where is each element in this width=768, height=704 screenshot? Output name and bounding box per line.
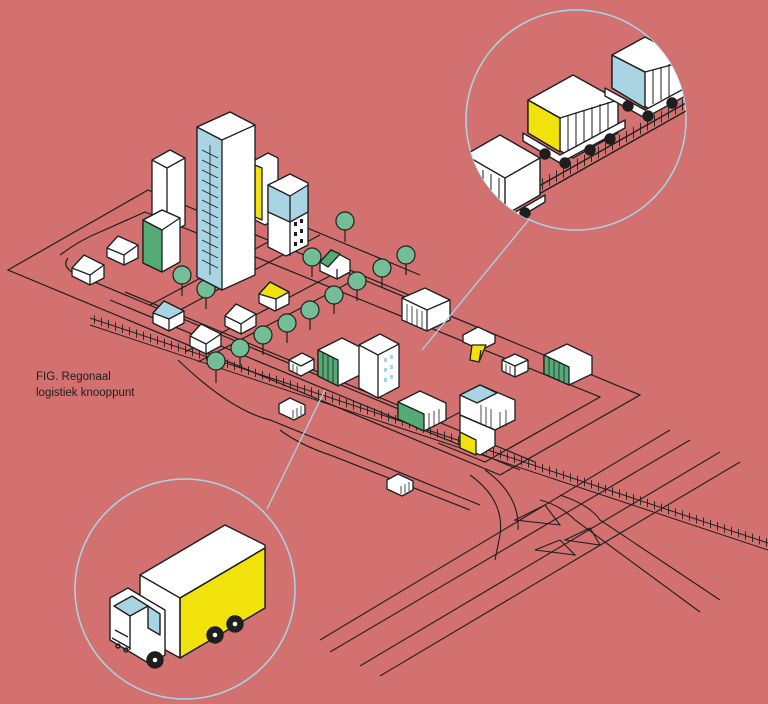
house-yellow-roof <box>258 281 290 312</box>
office-midrise <box>358 333 400 399</box>
container-stack <box>459 384 516 456</box>
tree <box>396 245 416 275</box>
skyscraper <box>196 111 256 291</box>
office-block-blue <box>267 173 309 257</box>
office-block-green <box>142 209 181 273</box>
tree <box>372 258 392 288</box>
warehouse <box>401 287 451 332</box>
truck-callout <box>74 478 296 700</box>
warehouse-green-large <box>317 337 363 387</box>
freight-wagon-yellow <box>522 74 626 169</box>
callout-connectors <box>266 199 546 510</box>
house <box>224 303 257 335</box>
warehouse-green <box>543 343 593 386</box>
tree <box>335 211 355 242</box>
buildings <box>71 111 593 497</box>
tree <box>347 271 367 301</box>
house <box>71 254 105 286</box>
tree <box>277 313 297 343</box>
house-blue-roof <box>152 300 185 332</box>
tree <box>253 325 273 355</box>
train-callout <box>465 9 687 231</box>
tree <box>172 265 192 296</box>
figure-caption: FIG. Regonaal logistiek knooppunt <box>36 369 134 401</box>
truck-small <box>386 473 414 497</box>
caption-line-1: FIG. Regonaal <box>36 371 111 383</box>
truck <box>109 524 266 669</box>
tree-group <box>172 211 416 383</box>
house <box>189 323 222 355</box>
warehouse-green-small <box>397 390 447 432</box>
tree <box>324 285 344 314</box>
truck-small <box>278 397 306 421</box>
kiosk <box>462 326 496 363</box>
shed <box>288 352 315 377</box>
tree <box>206 351 226 383</box>
small-container <box>501 353 529 378</box>
tree <box>300 300 320 330</box>
tree <box>302 247 322 277</box>
road-junction <box>319 429 741 677</box>
tree <box>230 338 250 368</box>
house <box>106 235 139 266</box>
house <box>319 249 351 280</box>
caption-line-2: logistiek knooppunt <box>36 387 135 399</box>
